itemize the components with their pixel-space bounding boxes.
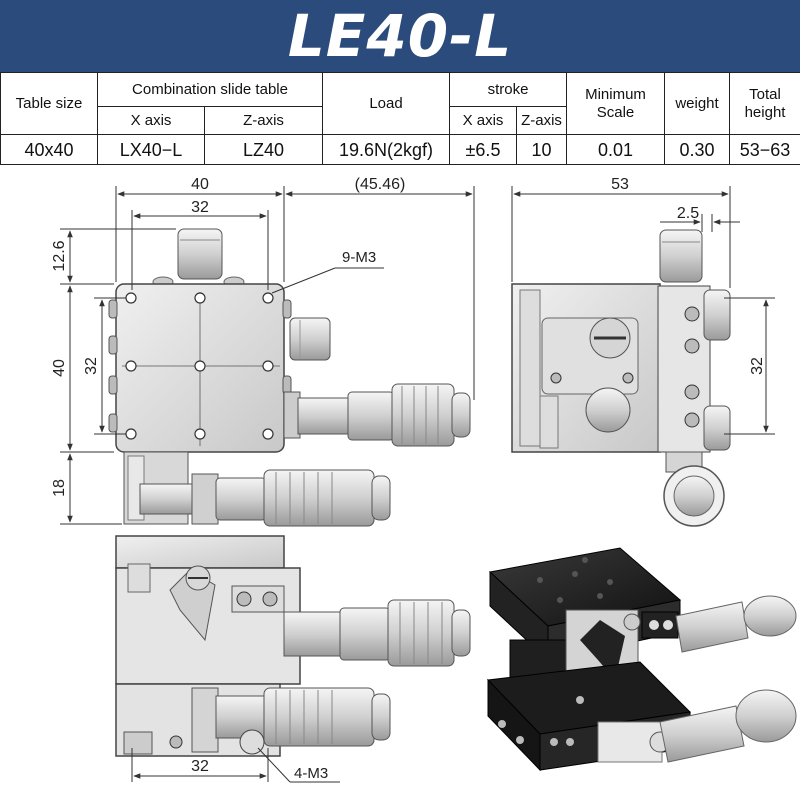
header-x-axis: X axis (97, 106, 205, 135)
dim-32-left: 32 (83, 357, 100, 375)
label-9-m3: 9-M3 (342, 249, 376, 266)
value-z-axis: LZ40 (204, 134, 323, 165)
dim-32-bottom: 32 (191, 758, 209, 775)
title-bar: LE40-L (0, 0, 800, 72)
dim-40-top: 40 (191, 176, 209, 193)
header-stroke-z: Z-axis (515, 106, 568, 135)
value-stroke-x: ±6.5 (449, 134, 517, 165)
header-total-height: Total height (729, 72, 800, 135)
product-photo (486, 547, 797, 772)
value-table-size: 40x40 (0, 134, 98, 165)
front-view-dimensions (131, 747, 340, 783)
value-load: 19.6N(2kgf) (322, 134, 450, 165)
header-stroke: stroke (448, 72, 568, 107)
product-title: LE40-L (287, 2, 513, 70)
dim-45-46: (45.46) (355, 176, 406, 193)
header-min-scale: Minimum Scale (566, 72, 666, 135)
dim-32-right: 32 (749, 357, 766, 375)
value-total-height: 53−63 (729, 134, 800, 165)
dim-32-top: 32 (191, 199, 209, 216)
header-stroke-x: X axis (449, 106, 517, 135)
technical-drawing: 40 32 (45.46) 9-M3 12.6 40 32 18 53 2.5 (51, 176, 797, 783)
value-stroke-z: 10 (515, 134, 568, 165)
value-x-axis: LX40−L (97, 134, 205, 165)
side-view-dimensions (511, 186, 775, 435)
dim-2-5: 2.5 (677, 205, 699, 222)
dim-18: 18 (51, 479, 68, 497)
header-weight: weight (664, 72, 731, 135)
top-view (108, 228, 471, 527)
dim-53: 53 (611, 176, 629, 193)
value-min-scale: 0.01 (566, 134, 666, 165)
spec-table: Table size Combination slide table Load … (0, 72, 800, 165)
header-combination: Combination slide table (97, 72, 323, 107)
dim-40-left: 40 (51, 359, 68, 377)
header-table-size: Table size (0, 72, 98, 135)
header-z-axis: Z-axis (204, 106, 323, 135)
front-view (115, 535, 471, 757)
label-4-m3: 4-M3 (294, 765, 328, 782)
dim-12-6: 12.6 (51, 240, 68, 271)
header-load: Load (322, 72, 450, 135)
side-view (511, 229, 731, 527)
top-view-dimensions (60, 186, 475, 525)
value-weight: 0.30 (664, 134, 731, 165)
